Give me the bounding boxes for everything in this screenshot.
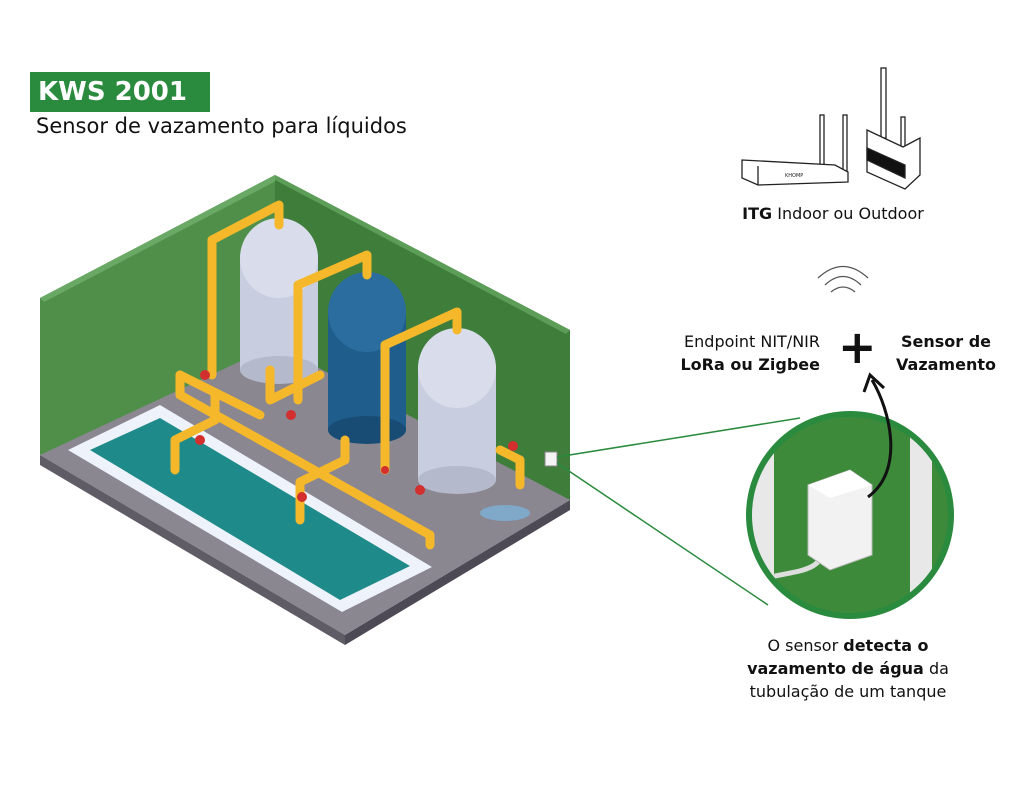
plus-icon: + [838,320,877,374]
pipes [170,200,525,550]
desc-part1: O sensor [767,636,844,655]
page-subtitle: Sensor de vazamento para líquidos [36,114,407,138]
zoom-line-bottom [556,462,769,606]
sensor-line2: Vazamento [896,355,996,374]
sensor-label: Sensor de Vazamento [886,330,1006,376]
tank-white-left [240,218,318,384]
wireless-signal-icon [817,265,869,293]
sensor-zoom-circle [746,411,954,619]
back-wall [275,175,570,500]
pool-water [90,418,410,600]
tank-blue [328,272,406,444]
arrow-line [867,379,893,499]
gateway-label: ITG Indoor ou Outdoor [700,202,966,225]
sensor-line1: Sensor de [900,332,992,351]
tank-white-right [418,328,496,494]
itg-outdoor-gateway-icon [866,67,921,190]
itg-indoor-gateway-icon: KHOMP [741,114,849,186]
endpoint-label: Endpoint NIT/NIR LoRa ou Zigbee [620,330,820,376]
endpoint-line1: Endpoint NIT/NIR [684,332,820,351]
desc-part4: da [923,659,949,678]
water-leak [480,505,530,521]
room-illustration [40,175,570,645]
description-text: O sensor detecta o vazamento de água da … [700,634,996,703]
arrow-head-icon [862,372,886,393]
desc-part5: tubulação de um tanque [749,682,947,701]
gateway-label-rest: Indoor ou Outdoor [772,204,924,223]
zoom-line-top [556,417,801,458]
leak-sensor-small [544,451,558,467]
gateway-brand-text: KHOMP [785,173,803,179]
valves [195,370,518,502]
desc-part3: vazamento de água [747,659,924,678]
desc-part2: detecta o [843,636,929,655]
product-code-badge: KWS 2001 [30,72,210,112]
endpoint-line2: LoRa ou Zigbee [680,355,820,374]
gateway-label-bold: ITG [742,204,773,223]
